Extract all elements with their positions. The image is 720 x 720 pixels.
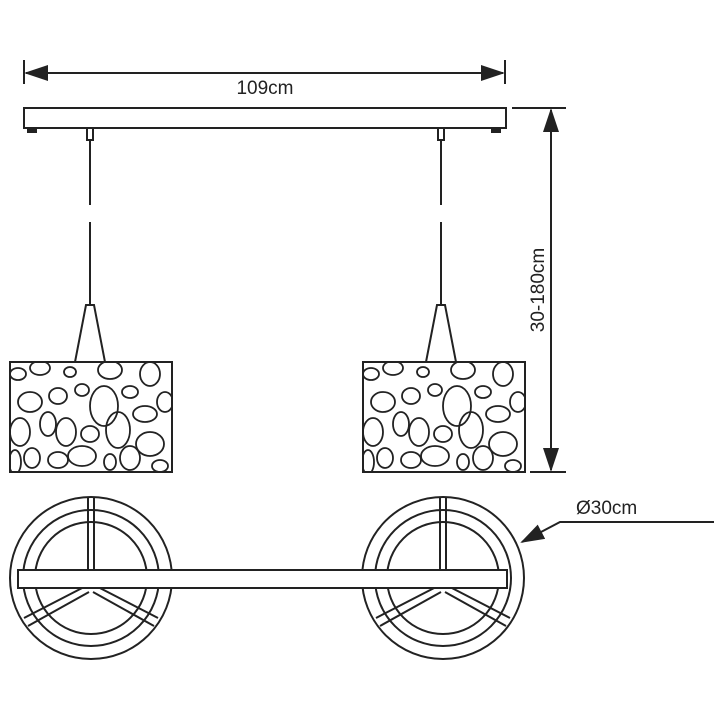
shade-hole [408, 417, 430, 447]
shade-hole [363, 449, 375, 472]
shade-hole [416, 366, 430, 378]
shade-hole [10, 367, 27, 381]
shade-hole [119, 445, 141, 471]
diameter-leader [520, 521, 714, 543]
shade-hole [105, 411, 131, 449]
shade-hole [29, 362, 51, 376]
shade-hole [89, 385, 119, 427]
shade-hole [55, 417, 77, 447]
shade-hole [458, 411, 484, 449]
shade-hole [492, 362, 514, 387]
shade-hole [456, 453, 470, 471]
cord-right [424, 127, 458, 363]
shade-hole [151, 459, 169, 472]
shade-hole [39, 411, 57, 437]
shade-hole [97, 362, 123, 380]
shade-hole [132, 405, 158, 423]
shade-hole [103, 453, 117, 471]
shade-hole [392, 411, 410, 437]
shade-hole [401, 387, 421, 405]
shade-hole [382, 362, 404, 376]
shade-left [9, 361, 173, 473]
diameter-label: Ø30cm [576, 498, 637, 519]
height-dimension [512, 107, 566, 473]
shade-hole [80, 425, 100, 443]
shade-hole [63, 366, 77, 378]
shade-hole [427, 383, 443, 397]
shade-hole [376, 447, 394, 469]
shade-hole [23, 447, 41, 469]
shade-hole [433, 425, 453, 443]
shade-hole [442, 385, 472, 427]
shade-hole [74, 383, 90, 397]
shade-hole [67, 445, 97, 467]
shade-hole [48, 387, 68, 405]
shade-hole [450, 362, 476, 380]
shade-hole [135, 431, 165, 457]
shade-hole [47, 451, 69, 469]
width-dimension [23, 60, 506, 84]
top-view-bar [17, 569, 508, 589]
shade-hole [363, 417, 384, 447]
ceiling-canopy [23, 107, 507, 129]
shade-hole [485, 405, 511, 423]
shade-hole [10, 417, 31, 447]
shade-hole [504, 459, 522, 472]
width-label: 109cm [236, 78, 293, 99]
shade-hole [474, 385, 492, 399]
shade-hole [121, 385, 139, 399]
shade-hole [472, 445, 494, 471]
shade-hole [363, 367, 380, 381]
cord-left [73, 127, 107, 363]
shade-hole [509, 391, 525, 413]
shade-right [362, 361, 526, 473]
height-label: 30-180cm [528, 248, 549, 333]
shade-hole [156, 391, 172, 413]
shade-hole [488, 431, 518, 457]
shade-hole [10, 449, 22, 472]
shade-hole [17, 391, 43, 413]
shade-hole [139, 362, 161, 387]
shade-hole [420, 445, 450, 467]
shade-hole [400, 451, 422, 469]
shade-hole [370, 391, 396, 413]
top-view-left [9, 496, 173, 660]
